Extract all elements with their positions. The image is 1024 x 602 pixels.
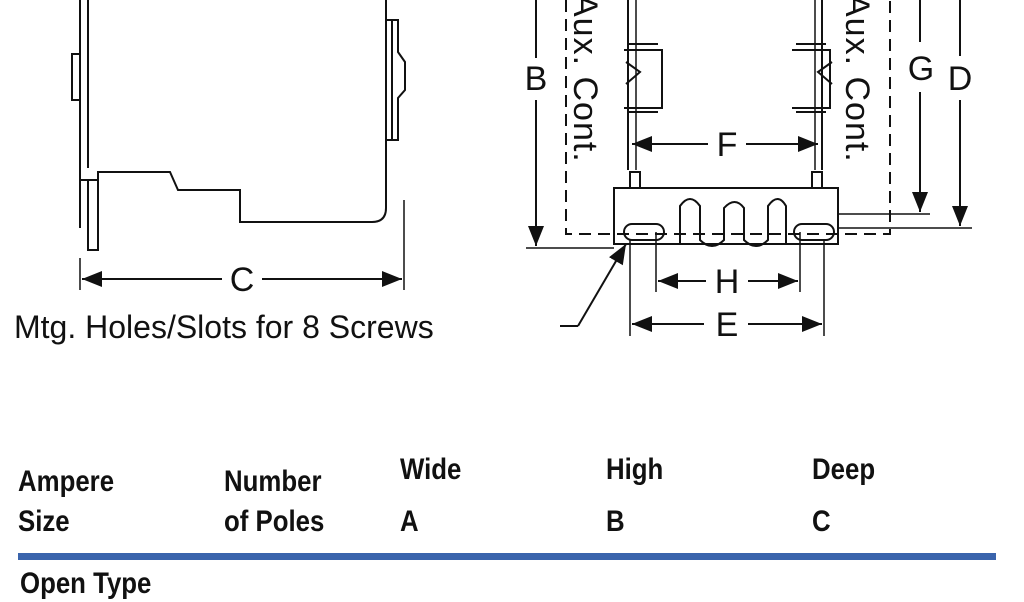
col-header-high: High B xyxy=(606,453,664,538)
dimension-f: F xyxy=(632,126,818,164)
dimension-d: D xyxy=(838,0,973,229)
col-header-number-of-poles: Number of Poles xyxy=(224,465,325,538)
label-g: G xyxy=(908,50,934,88)
dimension-g: G xyxy=(838,0,934,215)
mounting-note-leader xyxy=(560,243,627,327)
label-d: D xyxy=(948,60,973,98)
table-first-row-partial: Open Type xyxy=(20,567,152,600)
dimension-e: E xyxy=(629,240,825,344)
label-f: F xyxy=(717,126,738,164)
col-header-ampere-size: Ampere Size xyxy=(18,465,115,538)
dimension-b: B xyxy=(525,0,614,249)
dimension-h: H xyxy=(655,232,801,301)
label-h: H xyxy=(715,263,740,301)
dimension-drawing: C Aux. Cont. Aux. Cont. xyxy=(14,0,973,345)
label-b: B xyxy=(525,60,548,98)
mounting-holes-note: Mtg. Holes/Slots for 8 Screws xyxy=(14,309,434,345)
dimension-c: C xyxy=(79,200,405,299)
table-header-rule xyxy=(18,553,996,560)
aux-contact-label-left: Aux. Cont. xyxy=(566,0,604,163)
col-header-wide: Wide A xyxy=(400,453,462,538)
label-c: C xyxy=(230,261,255,299)
side-view-outline xyxy=(71,0,406,251)
label-e: E xyxy=(716,306,739,344)
front-view-outline xyxy=(565,0,891,247)
aux-contact-label-right: Aux. Cont. xyxy=(838,0,876,163)
col-header-deep: Deep C xyxy=(812,453,876,538)
